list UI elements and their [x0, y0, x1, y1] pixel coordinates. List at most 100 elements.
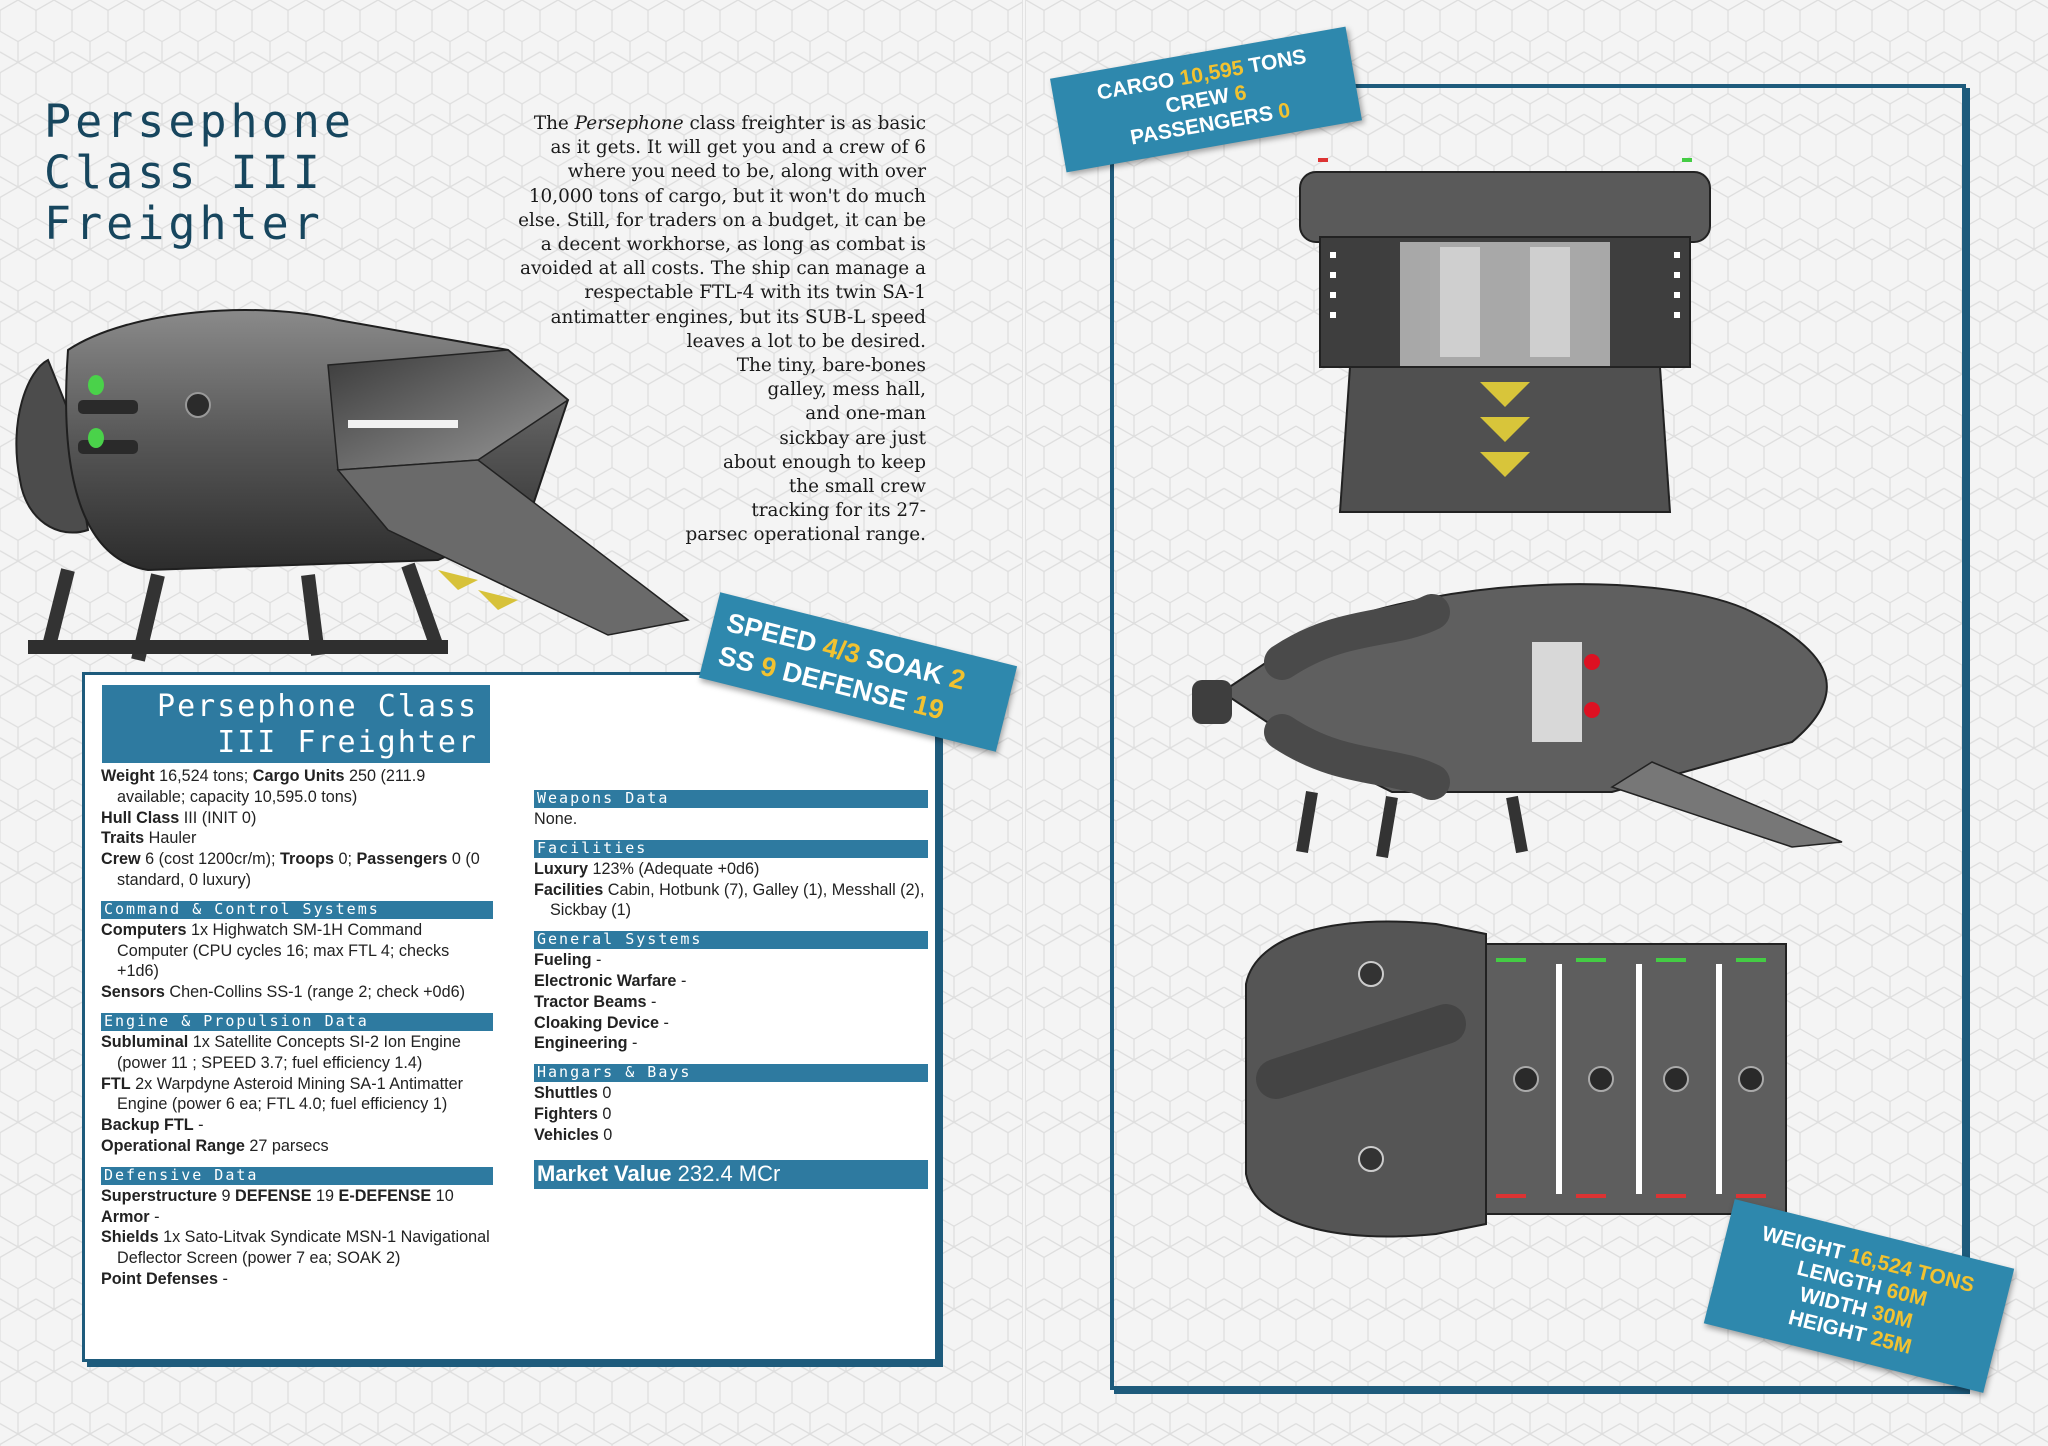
market-value: Market Value 232.4 MCr	[534, 1159, 928, 1189]
stat-label: Fighters	[534, 1104, 598, 1123]
stat-entry: Luxury 123% (Adequate +0d6)	[534, 859, 928, 880]
stat-entry: Armor -	[101, 1207, 493, 1228]
stat-value: Hauler	[144, 829, 197, 848]
stat-label: Shields	[101, 1228, 159, 1247]
stat-value: 0	[597, 1104, 612, 1123]
stat-label: Passengers	[356, 850, 448, 869]
soak-value: 2	[946, 662, 969, 696]
section-heading: Weapons Data	[534, 790, 928, 808]
market-value-amount: 232.4 MCr	[671, 1160, 781, 1186]
stat-value: -	[591, 951, 602, 970]
stat-value: 6 (cost 1200cr/m);	[140, 850, 281, 869]
stat-label: Computers	[101, 920, 187, 939]
stat-label: Cargo Units	[252, 767, 345, 785]
starship-top-view-icon	[1192, 583, 1843, 858]
stat-value: 9	[217, 1186, 236, 1205]
stat-entry: Shuttles 0	[534, 1083, 928, 1104]
ss-label: SS	[715, 640, 758, 679]
section-heading: Defensive Data	[101, 1166, 493, 1185]
stat-value: -	[676, 971, 687, 990]
stat-entry: Operational Range 27 parsecs	[101, 1136, 493, 1157]
defense-value: 19	[910, 688, 947, 726]
stat-value: 10	[431, 1186, 454, 1205]
stat-value: 19	[311, 1186, 339, 1205]
stat-entry: None.	[534, 809, 928, 830]
stat-value: -	[149, 1207, 160, 1226]
ship-name: Persephone	[574, 113, 684, 134]
stat-block-title: Persephone Class III Freighter	[102, 685, 490, 763]
stat-value: -	[659, 1013, 669, 1032]
stat-label: Backup FTL	[101, 1116, 194, 1135]
stat-entry: Subluminal 1x Satellite Concepts SI-2 Io…	[101, 1032, 493, 1074]
stat-entry: Engineering -	[534, 1033, 928, 1054]
stat-label: Crew	[101, 850, 141, 869]
stat-label: Sensors	[101, 983, 165, 1002]
stat-label: Point Defenses	[101, 1269, 218, 1288]
stat-label: Superstructure	[101, 1186, 218, 1205]
stat-value: None.	[534, 810, 578, 828]
stat-label: Cloaking Device	[534, 1013, 660, 1032]
stat-label: Tractor Beams	[534, 992, 647, 1011]
stat-entry: Electronic Warfare -	[534, 971, 928, 992]
crew-value: 6	[1232, 81, 1249, 106]
stat-entry: Tractor Beams -	[534, 992, 928, 1013]
intro-tail-line: sickbay are just	[779, 427, 926, 449]
intro-tail-line: the small crew	[788, 476, 926, 498]
stat-entry: Fueling -	[534, 950, 928, 971]
stat-value: 2x Warpdyne Asteroid Mining SA-1 Antimat…	[117, 1074, 463, 1114]
intro-tail-line: and one-man	[805, 403, 926, 425]
stat-label: Operational Range	[101, 1136, 245, 1155]
stat-entry: Facilities Cabin, Hotbunk (7), Galley (1…	[534, 880, 928, 922]
intro-tail-line: The tiny, bare-bones	[736, 355, 926, 377]
passengers-value: 0	[1276, 98, 1293, 124]
stat-column-left: Weight 16,524 tons; Cargo Units 250 (211…	[101, 766, 493, 1290]
stat-entry: Computers 1x Highwatch SM-1H Command Com…	[101, 920, 493, 982]
stat-entry: Point Defenses -	[101, 1269, 493, 1290]
stat-label: Luxury	[534, 859, 588, 878]
summary-entry: Weight 16,524 tons; Cargo Units 250 (211…	[101, 766, 493, 808]
stat-label: E-DEFENSE	[338, 1186, 432, 1205]
market-value-label: Market Value	[537, 1160, 672, 1186]
stat-value: 0 (0 standard, 0 luxury)	[117, 850, 480, 889]
page-title-line: Class III	[44, 146, 324, 199]
starship-side-view-icon	[15, 309, 690, 662]
stat-label: Electronic Warfare	[534, 971, 677, 990]
stat-value: 1x Highwatch SM-1H Command Computer (CPU…	[117, 920, 450, 981]
stat-label: Vehicles	[534, 1125, 599, 1144]
stat-value: 1x Satellite Concepts SI-2 Ion Engine (p…	[117, 1032, 461, 1072]
stat-label: Armor	[101, 1207, 150, 1226]
stat-label: Subluminal	[101, 1032, 189, 1051]
page-title-line: Persephone	[44, 95, 355, 148]
image-frame	[1110, 84, 1966, 1390]
stat-value: 0	[598, 1125, 613, 1144]
page-title: Persephone Class III Freighter	[44, 96, 355, 249]
intro-tail-line: galley, mess hall,	[767, 379, 926, 401]
stat-entry: Superstructure 9 DEFENSE 19 E-DEFENSE 10	[101, 1186, 493, 1207]
ss-value: 9	[757, 650, 780, 684]
stat-value: 250 (211.9 available; capacity 10,595.0 …	[117, 767, 426, 806]
stat-label: Troops	[280, 850, 334, 869]
section-heading: Command & Control Systems	[101, 900, 493, 919]
stat-value: -	[627, 1034, 638, 1053]
summary-entry: Traits Hauler	[101, 828, 493, 849]
stat-title-line: Persephone Class	[157, 689, 478, 724]
stat-label: Fueling	[534, 951, 592, 970]
stat-entry: Shields 1x Sato-Litvak Syndicate MSN-1 N…	[101, 1227, 493, 1269]
stat-title-line: III Freighter	[217, 725, 478, 760]
intro-tail-line: tracking for its 27-	[751, 500, 926, 522]
stat-value: Cabin, Hotbunk (7), Galley (1), Messhall…	[550, 880, 925, 920]
stat-value: Chen-Collins SS-1 (range 2; check +0d6)	[164, 983, 465, 1002]
stat-label: Engineering	[534, 1034, 628, 1053]
stat-value: 1x Sato-Litvak Syndicate MSN-1 Navigatio…	[117, 1228, 490, 1268]
section-heading: Engine & Propulsion Data	[101, 1012, 493, 1031]
stat-entry: FTL 2x Warpdyne Asteroid Mining SA-1 Ant…	[101, 1074, 493, 1116]
section-heading: Facilities	[534, 839, 928, 858]
stat-value: III (INIT 0)	[179, 808, 257, 827]
stat-value: 27 parsecs	[244, 1136, 329, 1155]
stat-label: DEFENSE	[235, 1186, 312, 1205]
page-title-line: Freighter	[44, 197, 324, 250]
summary-entry: Crew 6 (cost 1200cr/m); Troops 0; Passen…	[101, 849, 493, 891]
intro-paragraph: The Persephone class freighter is as bas…	[510, 112, 926, 548]
stat-label: Weight	[101, 767, 155, 785]
